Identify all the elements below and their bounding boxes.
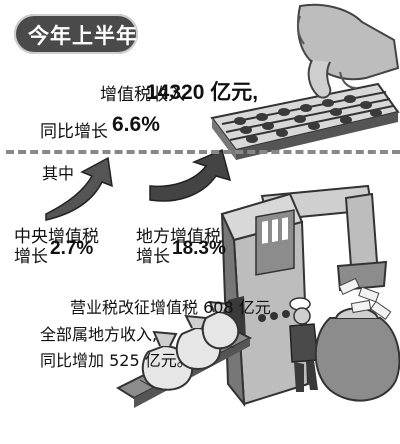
vat-revenue-value: 14320 亿元,	[146, 81, 259, 104]
arrow-up-icon	[149, 148, 232, 202]
hand-icon	[296, 3, 400, 99]
money-bag-icon	[314, 277, 400, 402]
money-bag-icon	[141, 300, 240, 391]
section-divider	[6, 150, 400, 154]
central-growth-label: 增长	[14, 247, 48, 267]
local-growth-value: 18.3%	[172, 238, 226, 259]
abacus-icon	[210, 82, 400, 160]
note-line-2: 全部属地方收入,	[40, 325, 158, 344]
page-title: 今年上半年	[28, 24, 138, 48]
central-vat-label: 中央增值税	[14, 227, 99, 247]
note-line-3: 同比增加 525 亿元。	[40, 351, 193, 370]
local-vat-label: 地方增值税	[136, 227, 221, 247]
note-line-1: 营业税改征增值税 608 亿元	[70, 298, 271, 317]
central-growth-value: 2.7%	[50, 238, 94, 259]
factory-machine-icon	[220, 184, 388, 408]
growth-label: 同比增长	[40, 122, 108, 142]
title-badge	[14, 14, 138, 54]
growth-value: 6.6%	[112, 113, 160, 136]
breakdown-heading: 其中	[42, 164, 75, 183]
worker-icon	[289, 297, 319, 392]
arrow-up-icon	[45, 156, 113, 221]
local-growth-label: 增长	[136, 247, 170, 267]
vat-revenue-label: 增值税收入	[100, 85, 185, 105]
